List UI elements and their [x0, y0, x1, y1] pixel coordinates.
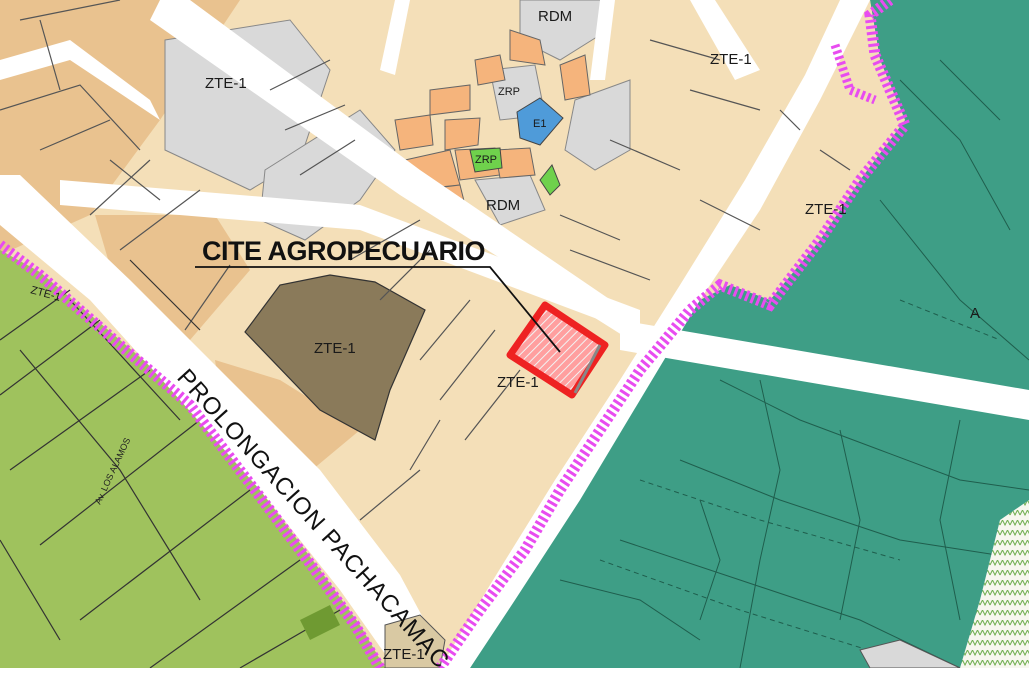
zone-tan-patch [384, 614, 446, 669]
protected-contour-lines [559, 59, 1029, 669]
zone-protected [470, 0, 1029, 668]
agricultural-plot-lines [0, 259, 341, 669]
zone-hatched-patch [960, 500, 1029, 668]
parcel-lines-west [0, 0, 851, 521]
zone-brown-block [244, 274, 426, 441]
zone-e1 [516, 97, 564, 146]
zone-agricultural [0, 250, 385, 668]
zone-label-zte-site: ZTE-1 [497, 374, 539, 391]
zone-dense-mid [215, 360, 360, 480]
zone-label-zte-brown: ZTE-1 [314, 340, 356, 357]
zone-label-zrp-north: ZRP [498, 86, 520, 98]
zone-zrp-green [469, 147, 503, 173]
zone-label-rdm-south: RDM [486, 197, 520, 214]
boundary-line-west [0, 240, 385, 671]
zone-label-zte-east: ZTE-1 [805, 201, 847, 218]
zone-label-zte-northwest: ZTE-1 [205, 75, 247, 92]
site-title-label: CITE AGROPECUARIO [202, 236, 485, 266]
zone-label-zte-south: ZTE-1 [383, 646, 425, 663]
boundary-line-east [435, 0, 912, 672]
zone-east-strip [730, 0, 905, 300]
zone-zrp-triangle [539, 164, 561, 196]
zone-dense-west-2 [95, 215, 250, 340]
zone-label-zte-northeast: ZTE-1 [710, 51, 752, 68]
site-marker-shadow [573, 344, 602, 394]
zone-label-zrp-green: ZRP [475, 154, 497, 166]
zone-label-rdm-north: RDM [538, 8, 572, 25]
protected-dashed-lines [599, 299, 1001, 661]
zone-rdm-east [564, 79, 631, 171]
zone-label-e1: E1 [533, 118, 546, 130]
zone-dark-green-patch [300, 605, 340, 640]
callout-leader-line [195, 266, 561, 353]
zone-label-a: A [970, 305, 980, 322]
